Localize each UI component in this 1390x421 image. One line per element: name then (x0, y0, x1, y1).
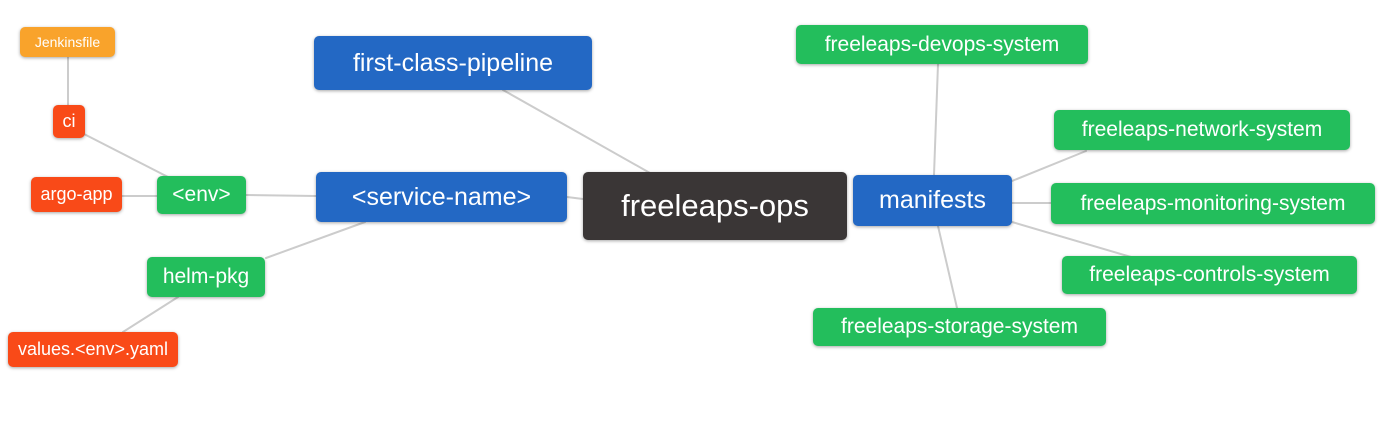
edge-manifests-to-freeleaps-network-system (1011, 150, 1087, 182)
node-freeleaps-monitoring-system[interactable]: freeleaps-monitoring-system (1051, 183, 1375, 224)
edge-manifests-to-freeleaps-devops-system (933, 63, 939, 176)
node-freeleaps-storage-system[interactable]: freeleaps-storage-system (813, 308, 1106, 346)
node-manifests[interactable]: manifests (853, 175, 1012, 226)
node-freeleaps-devops-system[interactable]: freeleaps-devops-system (796, 25, 1088, 64)
edge-ci-to-env (83, 133, 169, 178)
node-freeleaps-network-system[interactable]: freeleaps-network-system (1054, 110, 1350, 150)
node-service-name[interactable]: <service-name> (316, 172, 567, 222)
edge-manifests-to-freeleaps-controls-system (1011, 221, 1132, 258)
node-freeleaps-ops[interactable]: freeleaps-ops (583, 172, 847, 240)
node-argo-app[interactable]: argo-app (31, 177, 122, 212)
edge-helm-pkg-to-values-env-yaml (122, 296, 179, 333)
edge-manifests-to-freeleaps-storage-system (937, 225, 958, 309)
node-env[interactable]: <env> (157, 176, 246, 214)
edge-service-name-to-freeleaps-ops (566, 196, 584, 200)
edge-service-name-to-helm-pkg (265, 221, 366, 259)
edge-first-class-pipeline-to-freeleaps-ops (502, 89, 651, 174)
node-helm-pkg[interactable]: helm-pkg (147, 257, 265, 297)
node-values-env-yaml[interactable]: values.<env>.yaml (8, 332, 178, 367)
node-freeleaps-controls-system[interactable]: freeleaps-controls-system (1062, 256, 1357, 294)
node-first-class-pipeline[interactable]: first-class-pipeline (314, 36, 592, 90)
node-jenkinsfile[interactable]: Jenkinsfile (20, 27, 115, 57)
edge-env-to-service-name (245, 194, 317, 197)
node-ci[interactable]: ci (53, 105, 85, 138)
